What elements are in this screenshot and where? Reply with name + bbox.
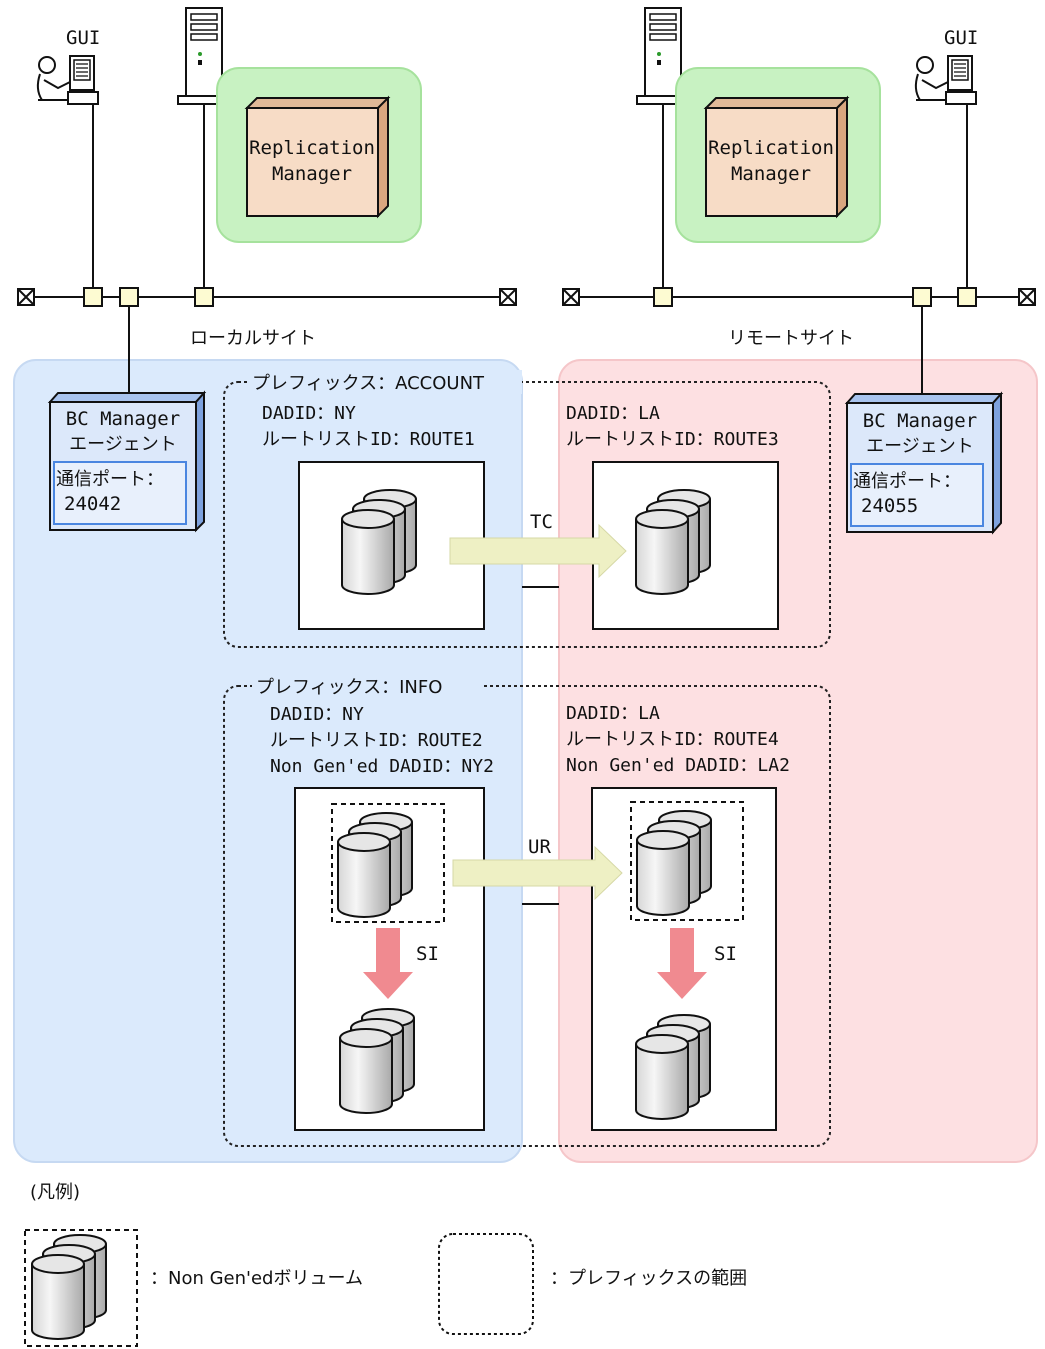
info-local-route: ルートリストID：ROUTE2	[270, 730, 483, 751]
remote-replication-manager-line2: Manager	[731, 163, 811, 185]
info-remote-dadid: DADID：LA	[566, 703, 660, 724]
info-remote-nongen-frame	[630, 801, 744, 921]
remote-replication-manager: Replication Manager	[675, 67, 881, 243]
remote-replication-manager-line1: Replication	[708, 137, 834, 159]
local-site-label: ローカルサイト	[190, 328, 316, 349]
info-local-dadid: DADID：NY	[270, 704, 364, 725]
prefix-info-title: プレフィックス：INFO	[256, 677, 442, 698]
legend-prefix-range-icon	[438, 1233, 534, 1335]
account-remote-dadid: DADID：LA	[566, 403, 660, 424]
remote-gui-label: GUI	[944, 27, 978, 49]
remote-site-label: リモートサイト	[728, 328, 854, 349]
remote-gui-pc-icon	[914, 55, 977, 105]
legend-title: (凡例)	[30, 1182, 80, 1203]
local-agent-title-2: エージェント	[69, 434, 177, 455]
ur-arrow	[452, 845, 623, 901]
info-local-nongen: Non Gen'ed DADID：NY2	[270, 756, 494, 777]
ur-label: UR	[528, 836, 551, 858]
local-si-label: SI	[416, 943, 439, 965]
remote-agent-title-1: BC Manager	[863, 410, 977, 432]
tc-arrow	[449, 523, 627, 579]
legend-nongen-frame	[24, 1229, 138, 1347]
remote-agent-port: 24055	[861, 495, 918, 517]
prefix-info-range	[223, 674, 831, 1147]
info-remote-nongen: Non Gen'ed DADID：LA2	[566, 755, 790, 776]
remote-agent-title-2: エージェント	[866, 436, 974, 457]
local-si-arrow	[363, 928, 413, 999]
local-replication-manager: Replication Manager	[216, 67, 422, 243]
prefix-account-range	[223, 370, 831, 648]
local-replication-manager-line1: Replication	[249, 137, 375, 159]
local-replication-manager-line2: Manager	[272, 163, 352, 185]
remote-bc-manager-agent: BC Manager エージェント 通信ポート： 24055	[844, 391, 1004, 535]
tc-label: TC	[530, 511, 553, 533]
local-agent-port: 24042	[64, 493, 121, 515]
remote-network	[562, 104, 1036, 393]
local-agent-title-1: BC Manager	[66, 408, 180, 430]
remote-si-arrow	[657, 928, 707, 999]
legend-prefix-range-label: ：プレフィックスの範囲	[550, 1268, 747, 1289]
legend-volume-icon	[31, 1234, 107, 1340]
account-remote-route: ルートリストID：ROUTE3	[566, 429, 779, 450]
info-local-nongen-frame	[331, 803, 445, 923]
prefix-account-title: プレフィックス：ACCOUNT	[252, 373, 485, 394]
local-network	[17, 104, 517, 393]
local-bc-manager-agent: BC Manager エージェント 通信ポート： 24042	[47, 390, 207, 533]
account-local-dadid: DADID：NY	[262, 403, 356, 424]
local-agent-port-label: 通信ポート：	[56, 469, 164, 490]
info-remote-route: ルートリストID：ROUTE4	[566, 729, 779, 750]
remote-agent-port-label: 通信ポート：	[853, 471, 961, 492]
local-gui-label: GUI	[66, 27, 100, 49]
legend-nongen-label: ：Non Gen'edボリューム	[150, 1268, 363, 1289]
remote-si-label: SI	[714, 943, 737, 965]
account-local-route: ルートリストID：ROUTE1	[262, 429, 475, 450]
local-gui-pc-icon	[36, 55, 99, 105]
